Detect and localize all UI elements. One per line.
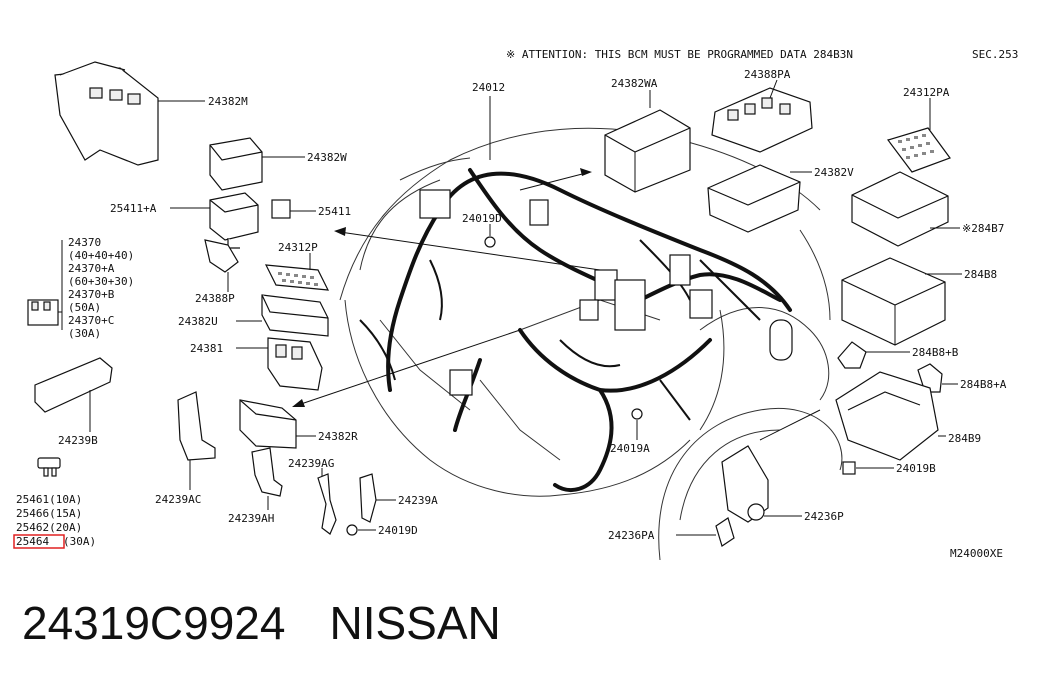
- part-24382M-fuse-block: [54, 61, 205, 166]
- label-24312PA: 24312PA: [903, 86, 950, 99]
- part-24382U-cover: [236, 294, 329, 337]
- label-24239B: 24239B: [58, 434, 98, 447]
- highlight-box-25464: [13, 534, 65, 549]
- attention-note: ※ ATTENTION: THIS BCM MUST BE PROGRAMMED…: [506, 48, 853, 61]
- label-24370B-sub: (50A): [68, 301, 101, 314]
- label-25411A: 25411+A: [110, 202, 157, 215]
- part-24382W-relay: [209, 137, 305, 191]
- label-25461: 25461(10A): [16, 493, 82, 506]
- label-24239AH: 24239AH: [228, 512, 274, 525]
- label-24019D-upper: 24019D: [462, 212, 502, 225]
- label-24370A-sub: (60+30+30): [68, 275, 134, 288]
- label-24370C-sub: (30A): [68, 327, 101, 340]
- part-24239A-bracket: [359, 473, 396, 523]
- footer-caption: 24319C9924 NISSAN: [22, 596, 545, 650]
- part-25411-relay: [271, 199, 316, 219]
- footer-part-number: 24319C9924: [22, 597, 286, 649]
- part-284B8B-bracket: [837, 341, 910, 369]
- label-24388P: 24388P: [195, 292, 235, 305]
- label-24388PA: 24388PA: [744, 68, 791, 81]
- part-24381-fuse-box: [236, 337, 323, 391]
- label-24236PA: 24236PA: [608, 529, 655, 542]
- label-24382V: 24382V: [814, 166, 854, 179]
- part-25411A-relay: [170, 192, 259, 249]
- part-284B8-bcm: [841, 257, 962, 346]
- label-25464-number: 25464: [16, 535, 49, 548]
- label-24382U: 24382U: [178, 315, 218, 328]
- section-ref: SEC.253: [972, 48, 1018, 61]
- label-25466: 25466(15A): [16, 507, 82, 520]
- part-24019D-bolt-upper: [484, 224, 496, 248]
- part-24382WA-cover: [604, 90, 691, 193]
- part-24239AG-bracket: [317, 468, 337, 535]
- label-24381: 24381: [190, 342, 223, 355]
- label-284B8: 284B8: [964, 268, 997, 281]
- part-24019A-bolt: [631, 408, 643, 440]
- label-24382W: 24382W: [307, 151, 347, 164]
- part-24239B-bracket: [34, 357, 113, 432]
- part-24239AH-bracket: [251, 447, 283, 510]
- part-24236P-bracket: [721, 445, 802, 523]
- part-fuse: [37, 457, 61, 477]
- main-wire-harness: [359, 168, 792, 492]
- diagram-code: M24000XE: [950, 547, 1003, 560]
- label-24012: 24012: [472, 81, 505, 94]
- label-24370: 24370: [68, 236, 101, 249]
- part-24019D-bolt-lower: [346, 524, 376, 536]
- label-24239AC: 24239AC: [155, 493, 201, 506]
- label-24019A: 24019A: [610, 442, 650, 455]
- label-284B8B: 284B8+B: [912, 346, 959, 359]
- label-284B8A: 284B8+A: [960, 378, 1007, 391]
- label-24236P: 24236P: [804, 510, 844, 523]
- label-24019D-lower: 24019D: [378, 524, 418, 537]
- part-24370-fusible-link: [27, 240, 63, 330]
- footer-brand: NISSAN: [329, 597, 501, 649]
- label-24312P: 24312P: [278, 241, 318, 254]
- part-284B9-bracket: [835, 371, 946, 461]
- label-25462: 25462(20A): [16, 521, 82, 534]
- part-24382V-lower-case: [707, 164, 812, 233]
- label-25411: 25411: [318, 205, 351, 218]
- part-24388P-bracket: [204, 239, 239, 292]
- pointer-arrows: [292, 168, 821, 441]
- part-24382R-cover: [239, 399, 316, 449]
- label-24370C: 24370+C: [68, 314, 114, 327]
- part-24388PA-junction-block: [711, 79, 813, 153]
- label-24239A: 24239A: [398, 494, 438, 507]
- label-24382M: 24382M: [208, 95, 248, 108]
- label-24370A: 24370+A: [68, 262, 115, 275]
- label-24370B: 24370+B: [68, 288, 115, 301]
- part-24312PA-fuse-panel: [887, 98, 951, 173]
- label-25464-rating: (30A): [63, 535, 96, 548]
- harness-connectors: [419, 189, 793, 396]
- label-24019B: 24019B: [896, 462, 936, 475]
- part-24019B-clip: [842, 461, 894, 475]
- label-284B9: 284B9: [948, 432, 981, 445]
- part-24312P-fuse-panel: [264, 253, 330, 291]
- label-24382WA: 24382WA: [611, 77, 658, 90]
- part-24239AC-bracket: [177, 391, 216, 490]
- part-284B7-module: [851, 171, 960, 247]
- label-24239AG: 24239AG: [288, 457, 334, 470]
- part-24236PA-clip: [676, 517, 735, 547]
- label-284B7: ※284B7: [962, 222, 1004, 235]
- label-24370-sub: (40+40+40): [68, 249, 134, 262]
- label-24382R: 24382R: [318, 430, 358, 443]
